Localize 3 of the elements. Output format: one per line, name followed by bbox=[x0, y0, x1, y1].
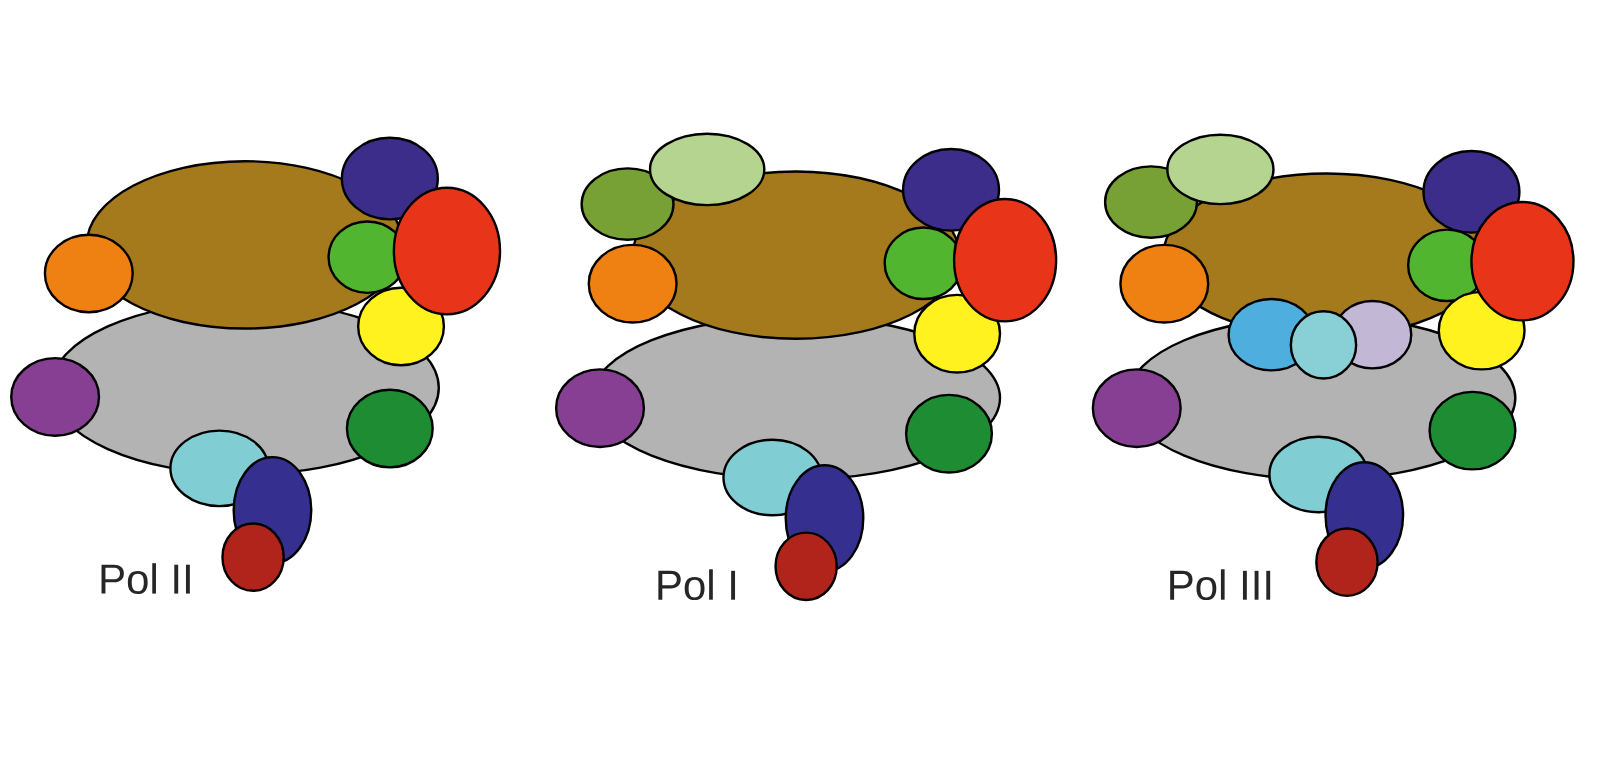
polymerase-label: Pol I bbox=[658, 569, 736, 601]
polymerase-label: Pol III bbox=[1170, 569, 1271, 601]
polymerase-label: Pol II bbox=[101, 563, 190, 594]
